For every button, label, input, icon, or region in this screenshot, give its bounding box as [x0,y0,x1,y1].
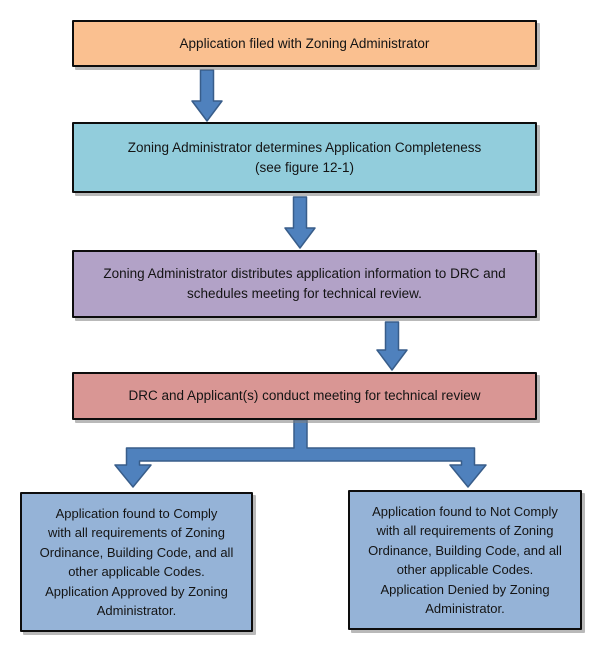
box-comply-approved: Application found to Comply with all req… [20,492,253,632]
arrow-distribute-to-meeting-icon [376,321,408,371]
box-determine-completeness-label: Zoning Administrator determines Applicat… [127,139,482,175]
box-not-comply-denied: Application found to Not Comply with all… [348,490,582,630]
box-distribute-to-drc: Zoning Administrator distributes applica… [72,250,537,318]
arrow-filed-to-completeness-icon [191,69,223,122]
box-application-filed: Application filed with Zoning Administra… [72,20,537,67]
box-distribute-to-drc-label: Zoning Administrator distributes applica… [103,266,506,301]
box-comply-approved-label: Application found to Comply with all req… [39,505,234,619]
branch-arrow-meeting-to-outcomes-icon [114,419,487,488]
box-determine-completeness: Zoning Administrator determines Applicat… [72,122,537,193]
box-not-comply-denied-label: Application found to Not Comply with all… [368,503,562,617]
arrow-completeness-to-distribute-icon [284,196,316,249]
box-technical-review-meeting: DRC and Applicant(s) conduct meeting for… [72,372,537,420]
box-application-filed-label: Application filed with Zoning Administra… [179,35,430,51]
box-technical-review-meeting-label: DRC and Applicant(s) conduct meeting for… [128,388,481,403]
